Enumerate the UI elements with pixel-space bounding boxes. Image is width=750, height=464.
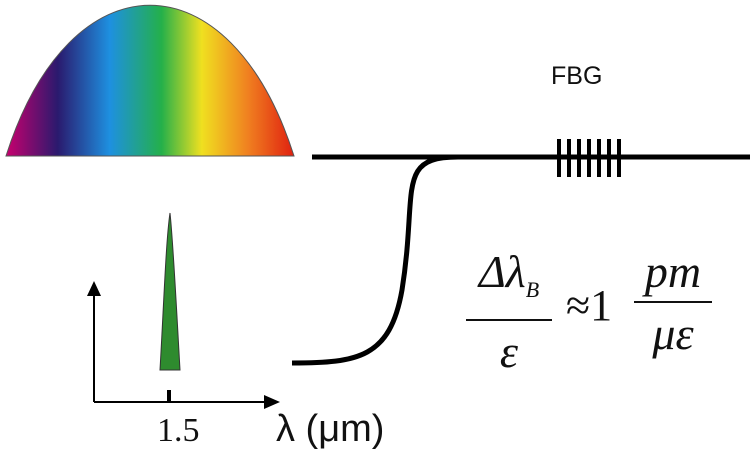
fbg-label: FBG xyxy=(551,62,603,90)
coupler-branch xyxy=(291,154,459,366)
broadband-spectrum xyxy=(5,4,295,157)
approx-value: ≈1 xyxy=(566,281,613,330)
right-fraction: pm με xyxy=(634,247,712,359)
reflected-peak xyxy=(159,212,181,371)
fbg-grating xyxy=(557,139,621,177)
left-numerator: ΔλB xyxy=(466,247,552,315)
fraction-bar xyxy=(466,319,552,321)
right-denominator: με xyxy=(652,308,694,359)
left-denominator: ε xyxy=(499,326,519,377)
wavelength-axis-label: λ (μm) xyxy=(276,408,385,450)
wavelength-tick-label: 1.5 xyxy=(157,412,200,449)
spectrum-axes xyxy=(87,281,280,409)
right-numerator: pm xyxy=(644,246,702,297)
delta-lambda: Δλ xyxy=(478,246,526,297)
bragg-subscript: B xyxy=(525,277,540,302)
fraction-bar xyxy=(634,301,712,303)
left-fraction: ΔλB ε xyxy=(466,247,552,377)
